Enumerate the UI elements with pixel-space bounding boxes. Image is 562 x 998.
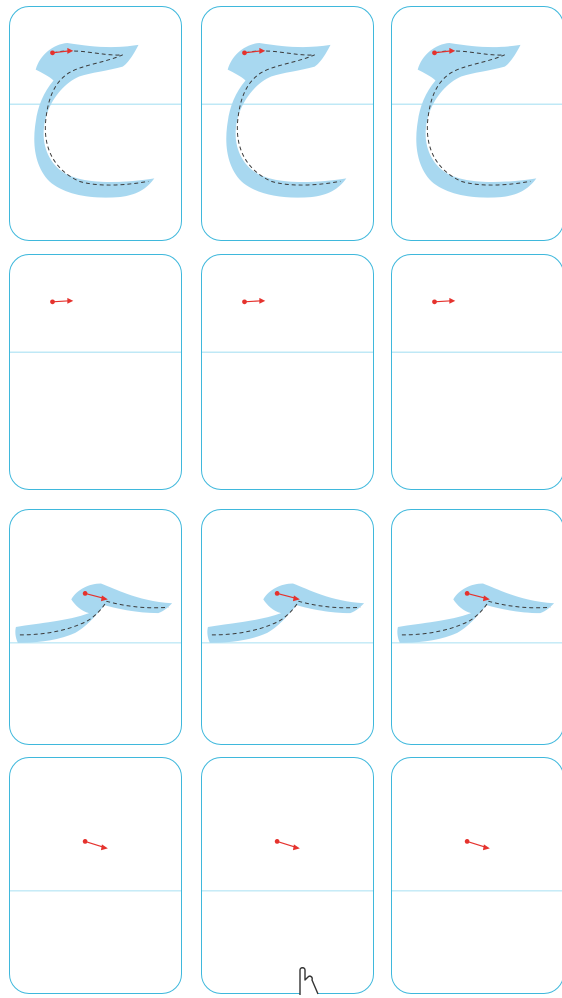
- direction-arrow-icon: [483, 844, 490, 850]
- practice-area: [392, 758, 562, 993]
- tile-final-practice-3[interactable]: [391, 757, 562, 994]
- direction-arrow-icon: [449, 298, 455, 304]
- practice-area: [10, 758, 181, 993]
- tile-isolated-trace-2[interactable]: [201, 6, 374, 241]
- tile-final-practice-2[interactable]: [201, 757, 374, 994]
- tile-final-trace-1[interactable]: [9, 509, 182, 745]
- tile-isolated-trace-3[interactable]: [391, 6, 562, 241]
- tile-final-practice-1[interactable]: [9, 757, 182, 994]
- letter-hah-isolated-trace: [202, 7, 373, 240]
- letter-hah-final-trace: [392, 510, 562, 744]
- practice-area: [202, 758, 373, 993]
- tile-isolated-practice-2[interactable]: [201, 254, 374, 490]
- tile-isolated-trace-1[interactable]: [9, 6, 182, 241]
- tile-isolated-practice-1[interactable]: [9, 254, 182, 490]
- letter-hah-final-trace: [10, 510, 181, 744]
- direction-arrow-icon: [293, 844, 300, 850]
- direction-arrow-icon: [67, 298, 73, 304]
- direction-arrow-icon: [259, 298, 265, 304]
- tile-isolated-practice-3[interactable]: [391, 254, 562, 490]
- practice-area: [202, 255, 373, 489]
- tile-final-trace-3[interactable]: [391, 509, 562, 745]
- practice-area: [10, 255, 181, 489]
- letter-hah-isolated-trace: [392, 7, 562, 240]
- letter-hah-isolated-trace: [10, 7, 181, 240]
- tile-final-trace-2[interactable]: [201, 509, 374, 745]
- hand-pointer-icon: [296, 964, 320, 998]
- letter-hah-final-trace: [202, 510, 373, 744]
- direction-arrow-icon: [101, 844, 108, 850]
- practice-area: [392, 255, 562, 489]
